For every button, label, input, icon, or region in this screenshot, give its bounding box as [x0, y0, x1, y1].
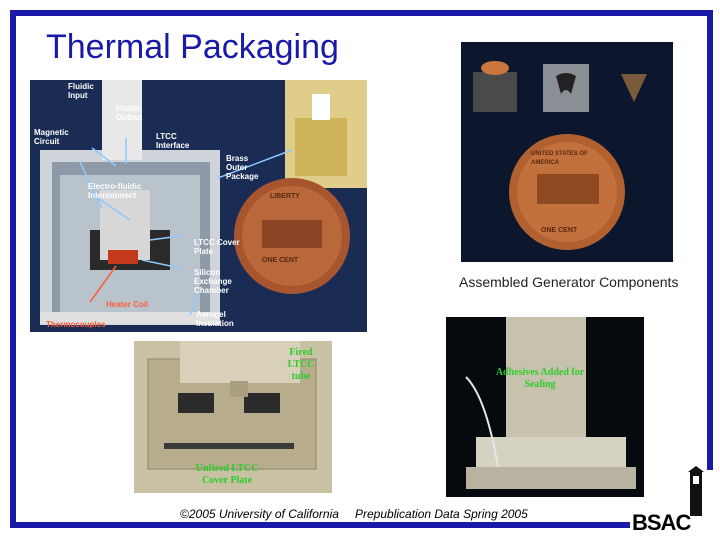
label-ltcc-cover-plate: LTCC Cover Plate — [194, 238, 240, 256]
coin-text-one-cent: ONE CENT — [262, 257, 299, 264]
frame-right-border — [707, 10, 713, 470]
bsac-logo-text: BSAC — [632, 510, 691, 535]
ltcc-cover-plate-photo: Fired LTCC tube Unfired LTCC Cover Plate — [134, 341, 332, 493]
package-cutaway-drawing — [30, 80, 367, 332]
footer-prepublication: Prepublication Data Spring 2005 — [355, 507, 528, 521]
coin-text-one-cent-right: ONE CENT — [541, 227, 578, 234]
footer-copyright: ©2005 University of California — [180, 507, 339, 521]
ltcc-cover-plate-drawing — [134, 341, 332, 493]
generator-components-photo: UNITED STATES OF AMERICA ONE CENT — [461, 42, 673, 262]
frame-top-border — [10, 10, 713, 16]
campanile-icon — [688, 466, 704, 516]
label-fired-ltcc-tube: Fired LTCC tube — [287, 347, 315, 382]
slide-title: Thermal Packaging — [46, 28, 339, 66]
frame-left-border — [10, 10, 16, 528]
label-thermocouples: Thermocouples — [46, 320, 106, 329]
label-fluidic-input: Fluidic Input — [68, 82, 94, 100]
label-unfired-ltcc-cover-plate: Unfired LTCC Cover Plate — [195, 463, 259, 486]
bsac-logo: BSAC — [632, 466, 716, 538]
coin-text-liberty: LIBERTY — [270, 193, 300, 200]
label-aerogel-insulation: Aerogel Insulation — [196, 310, 234, 328]
coin-text-united-states: UNITED STATES OF AMERICA — [531, 151, 588, 166]
label-silicon-exchange-chamber: Silicon Exchange Chamber — [194, 268, 232, 295]
label-fluidic-output: Fluidic Output — [116, 104, 143, 122]
label-electro-fluidic-interconnect: Electro-fluidic Interconnect — [88, 182, 142, 200]
sealed-assembly-drawing — [446, 317, 644, 497]
label-magnetic-circuit: Magnetic Circuit — [34, 128, 69, 146]
frame-bottom-border — [10, 522, 630, 528]
package-cutaway-photo: Fluidic Input Fluidic Output Magnetic Ci… — [30, 80, 367, 332]
assembled-components-caption: Assembled Generator Components — [459, 274, 679, 290]
label-heater-coil: Heater Coil — [106, 300, 149, 309]
sealed-assembly-photo: Adhesives Added for Sealing — [446, 317, 644, 497]
label-brass-outer-package: Brass Outer Package — [226, 154, 259, 181]
label-adhesives-added: Adhesives Added for Sealing — [495, 367, 585, 390]
generator-components-drawing — [461, 42, 673, 262]
label-ltcc-interface: LTCC Interface — [156, 132, 190, 150]
